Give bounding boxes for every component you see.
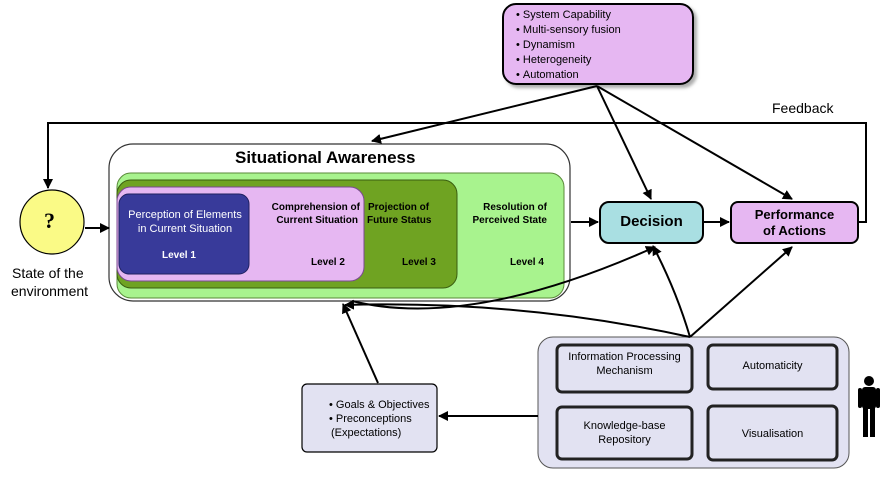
goals-feedback-arrow [351,246,656,310]
level1-text-line1: Perception of Elements [128,209,242,221]
level3-text-line1: Projection of [368,202,430,213]
system-to-decision-arrow [596,85,652,200]
level1-label: Level 1 [162,250,196,261]
level4-label: Level 4 [510,257,544,268]
level2-text-line2: Current Situation [276,215,358,226]
goals-to-sa-arrow [342,303,379,384]
performance-box [730,201,859,244]
automaticity-box [706,343,839,391]
level3-label: Level 3 [402,257,436,268]
performance-label-line2: of Actions [762,223,827,238]
decision-label: Decision [620,213,683,230]
system-to-sa-arrow [371,85,598,144]
environment-circle [19,189,85,255]
visualisation-label: Visualisation [741,428,804,440]
level3-text-line2: Future Status [367,215,432,226]
knowledge-base-line2: Repository [598,434,651,446]
feedback-arrow [43,122,867,223]
level4-text-line1: Resolution of [483,202,547,213]
visualisation-box [706,404,839,462]
goals-item: Preconceptions [329,412,429,426]
level1-box [118,193,250,275]
knowledge-base-box [555,405,694,461]
feedback-label: Feedback [772,100,834,116]
system-factor-item: Dynamism [516,38,621,53]
individual-to-decision-arrow [652,245,691,338]
sa-title: Situational Awareness [235,148,416,167]
level1-text-line2: in Current Situation [137,223,233,235]
level2-text-line1: Comprehension of [271,202,360,213]
system-factor-item: Heterogeneity [516,53,621,68]
goals-extra-line: (Expectations) [331,427,402,439]
info-processing-box [555,343,694,394]
level2-label: Level 2 [311,257,345,268]
performance-label-line1: Performance [754,207,835,222]
goals-item: Goals & Objectives [329,398,430,412]
individual-to-sa-arrow [344,299,691,338]
level4-text-line2: Perceived State [472,215,548,226]
system-factor-item: Automation [516,68,621,83]
decision-box [599,201,704,244]
info-processing-line1: Information Processing [568,351,681,363]
individual-to-performance-arrow [689,246,793,338]
automaticity-label: Automaticity [742,360,803,372]
person-icon [858,376,880,437]
environment-label-line1: State of the [12,265,84,281]
info-processing-line2: Mechanism [596,365,653,377]
knowledge-base-line1: Knowledge-base [583,420,666,432]
environment-label-line2: environment [11,283,89,299]
system-factors-list: System Capability Multi-sensory fusion D… [516,8,621,83]
system-factor-item: System Capability [516,8,621,23]
environment-symbol: ? [44,208,55,233]
goals-list: Goals & Objectives Preconceptions [329,398,430,426]
system-factor-item: Multi-sensory fusion [516,23,621,38]
system-to-performance-arrow [596,85,793,200]
